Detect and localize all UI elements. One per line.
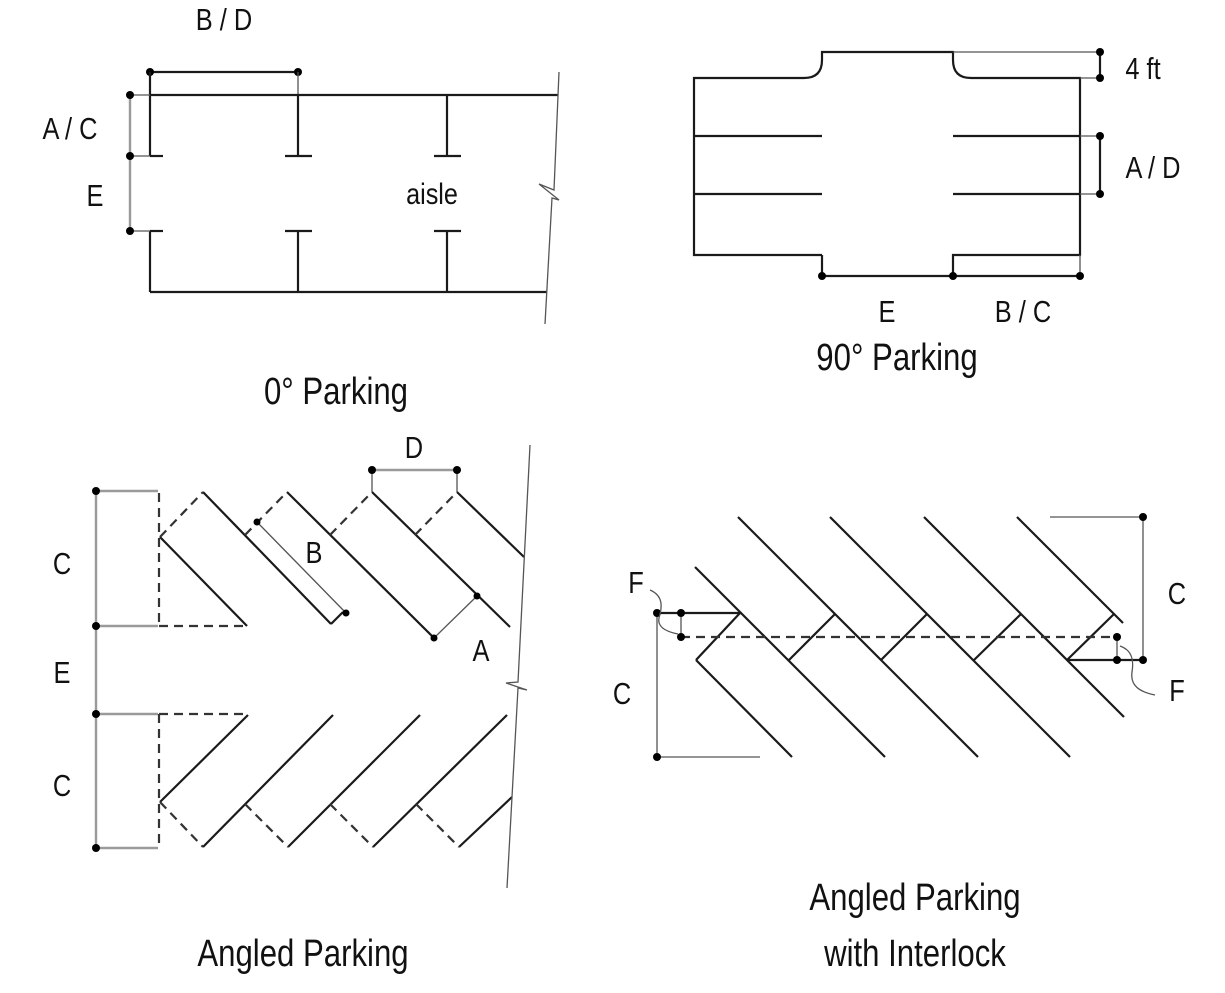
dimension-dot — [653, 753, 661, 761]
dimension-dot — [368, 466, 376, 474]
label-f-left: F — [628, 566, 644, 601]
dimension-dot — [253, 518, 261, 526]
dashed-cap — [414, 491, 458, 536]
label-c-bottom: C — [53, 769, 71, 804]
label-e: E — [54, 656, 71, 691]
stall-stripe-tip — [330, 611, 344, 625]
stall-stripe — [695, 659, 793, 758]
dimension-dot — [1096, 48, 1104, 56]
label-b-c: B / C — [995, 295, 1051, 330]
dimension-line-b — [256, 521, 347, 614]
label-b-d: B / D — [196, 3, 252, 38]
interlock-parking: F C C F Angled Parking with Interlock — [613, 513, 1186, 975]
stall-stripe — [202, 714, 334, 848]
break-line — [538, 71, 560, 325]
dashed-cap — [329, 803, 374, 848]
dimension-dot — [1139, 513, 1147, 521]
stall-stripe — [371, 491, 511, 628]
dimension-dot — [342, 609, 350, 617]
lot-outline — [692, 50, 1082, 276]
stall-stripe — [829, 516, 1071, 758]
label-c-left: C — [613, 677, 631, 712]
dimension-dot — [453, 466, 461, 474]
stall-stripe — [286, 491, 434, 638]
dimension-line-a — [433, 595, 478, 639]
dimension-dot — [1096, 74, 1104, 82]
dimension-dot — [1113, 633, 1121, 641]
caption-zero-degree: 0° Parking — [264, 371, 408, 413]
ninety-degree-parking: 4 ft A / D E B / C 90° Parking — [692, 48, 1181, 379]
dimension-dot — [1139, 656, 1147, 664]
label-a-d: A / D — [1125, 151, 1180, 186]
label-c-top: C — [53, 547, 71, 582]
break-line — [505, 444, 531, 889]
stall-stripe — [372, 714, 508, 848]
dimension-dot — [1076, 272, 1084, 280]
dimension-dot — [1096, 132, 1104, 140]
dimension-dot — [92, 487, 100, 495]
stall-stripe — [159, 536, 248, 627]
label-4ft: 4 ft — [1125, 52, 1160, 87]
stall-stripe — [287, 714, 421, 848]
dimension-dot — [653, 609, 661, 617]
dimension-dot — [1096, 190, 1104, 198]
dashed-cap — [415, 803, 460, 848]
stall-stripe — [737, 516, 979, 758]
leader-f-left — [649, 589, 679, 635]
caption-interlock-line2: with Interlock — [823, 933, 1006, 975]
dimension-dot — [677, 609, 685, 617]
dimension-dot — [126, 227, 134, 235]
dimension-dot — [1113, 656, 1121, 664]
label-e: E — [87, 179, 104, 214]
zero-degree-parking: B / D A / C E aisle 0° Parking — [42, 3, 560, 413]
dimension-dot — [677, 633, 685, 641]
angled-parking: D B A C E C Angled Parking — [53, 431, 531, 975]
interlock-chevron — [788, 613, 836, 661]
stall-stripe — [694, 566, 886, 758]
stall-stripe — [202, 491, 332, 625]
caption-angled: Angled Parking — [197, 933, 408, 975]
dimension-dot — [949, 272, 957, 280]
caption-interlock-line1: Angled Parking — [809, 877, 1020, 919]
dashed-cap — [329, 491, 373, 536]
dimension-dot — [92, 710, 100, 718]
label-e: E — [879, 295, 896, 330]
label-b: B — [306, 536, 323, 571]
label-c-right: C — [1168, 577, 1186, 612]
dimension-dot — [92, 622, 100, 630]
label-f-right: F — [1169, 674, 1185, 709]
leader-f-right — [1119, 645, 1156, 696]
dimension-dot — [126, 152, 134, 160]
stall-stripe — [1016, 516, 1124, 624]
label-a-c: A / C — [42, 112, 97, 147]
dashed-cap — [244, 803, 289, 848]
dimension-dot — [126, 91, 134, 99]
interlock-chevron — [880, 613, 928, 661]
label-d: D — [405, 431, 423, 466]
dashed-cap — [159, 491, 204, 538]
dimension-dot — [430, 634, 438, 642]
stall-stripe — [458, 796, 513, 848]
dashed-cap — [244, 491, 288, 536]
dimension-dot — [92, 844, 100, 852]
stall-stripe — [923, 516, 1125, 718]
label-a: A — [473, 634, 490, 669]
dimension-dot — [473, 592, 481, 600]
stall-stripe — [456, 491, 525, 558]
stall-stripe — [159, 714, 249, 803]
dashed-cap — [159, 801, 204, 848]
dimension-dot — [818, 272, 826, 280]
caption-ninety-degree: 90° Parking — [816, 337, 977, 379]
label-aisle: aisle — [406, 177, 458, 211]
